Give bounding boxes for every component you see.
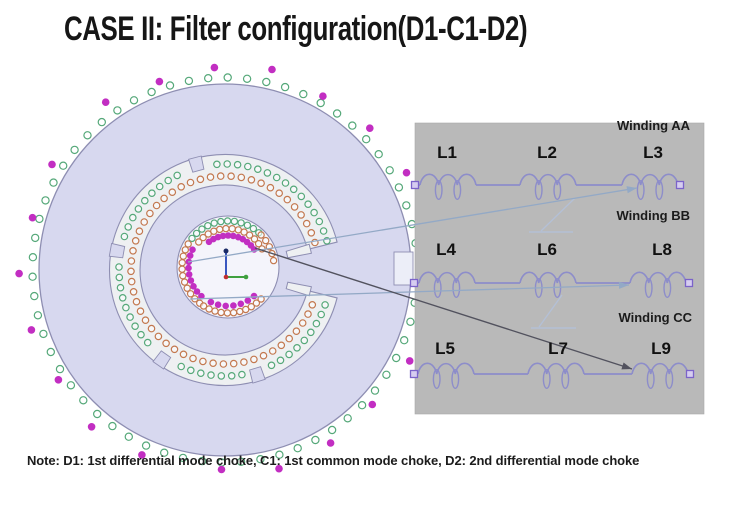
winding-bb-label: Winding BB xyxy=(616,208,690,223)
inductor-label-l6: L6 xyxy=(537,240,557,259)
inductor-label-l8: L8 xyxy=(652,240,672,259)
inductor-label-l5: L5 xyxy=(435,339,455,358)
inductor-label-l1: L1 xyxy=(437,143,457,162)
inductor-label-l4: L4 xyxy=(436,240,456,259)
outer-ring-winding-dots xyxy=(15,63,429,474)
page-title: CASE II: Filter configuration(D1-C1-D2) xyxy=(64,10,528,48)
coordinate-axes xyxy=(223,248,249,280)
note-text: Note: D1: 1st differential mode choke, C… xyxy=(27,453,640,468)
winding-cc-label: Winding CC xyxy=(618,310,692,325)
winding-aa-label: Winding AA xyxy=(616,118,690,133)
inductor-label-l7: L7 xyxy=(548,339,568,358)
motor-cross-section-diagram xyxy=(15,63,429,474)
middle-common-mode-choke-ring xyxy=(108,153,338,387)
inductor-label-l2: L2 xyxy=(537,143,557,162)
inductor-label-l9: L9 xyxy=(651,339,671,358)
circuit-panel-background xyxy=(414,122,705,415)
inner-choke-core xyxy=(176,215,280,319)
inductor-label-l3: L3 xyxy=(643,143,663,162)
pointer-leader-lines xyxy=(187,186,638,370)
middle-ring-winding-dots xyxy=(115,160,331,380)
